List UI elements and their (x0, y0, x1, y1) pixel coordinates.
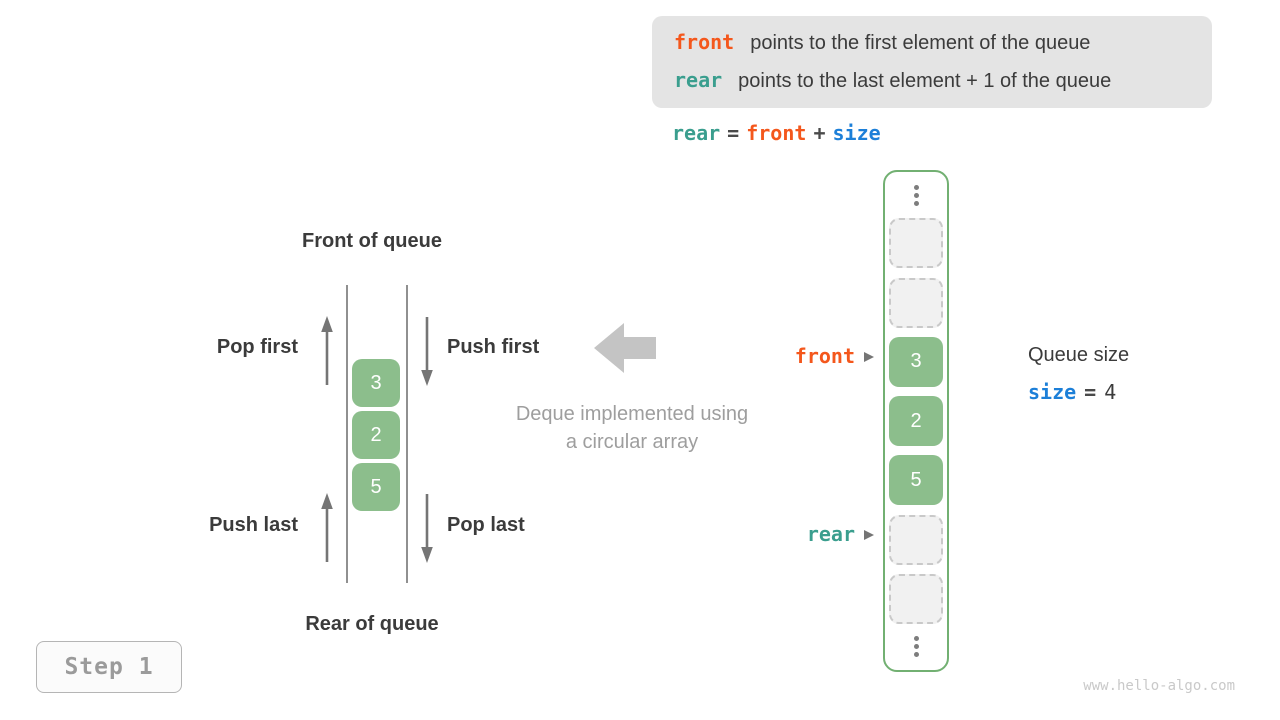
equation-rear: rear (672, 121, 721, 145)
front-pointer-label: front (794, 344, 855, 368)
size-value: 4 (1104, 380, 1117, 404)
queue-cell-3: 3 (352, 359, 400, 407)
pop-first-up-arrow-icon (321, 316, 333, 385)
rear-pointer-label: rear (806, 522, 855, 546)
rear-explanation-text: points to the last element + 1 of the qu… (738, 70, 1112, 92)
front-of-queue-label: Front of queue (302, 230, 442, 252)
front-pointer-arrow-icon (864, 352, 874, 362)
array-cell-empty (889, 218, 943, 269)
pop-last-label: Pop last (447, 514, 525, 536)
push-first-down-arrow-icon (421, 317, 433, 386)
size-equals: = (1084, 380, 1097, 404)
array-cell-value: 5 (889, 455, 943, 506)
rear-pointer-arrow-icon (864, 530, 874, 540)
step-badge: Step 1 (36, 641, 182, 693)
center-caption: Deque implemented using a circular array (482, 400, 782, 456)
push-first-label: Push first (447, 336, 540, 358)
array-cell-empty (889, 573, 943, 624)
front-pointer: front (690, 344, 874, 369)
caption-line-1: Deque implemented using (515, 403, 749, 425)
array-cell-value: 2 (889, 396, 943, 446)
front-explanation-line: front points to the first element of the … (674, 24, 1212, 62)
rear-explanation-line: rear points to the last element + 1 of th… (674, 62, 1212, 100)
equation-plus: + (813, 121, 826, 145)
ellipsis-top-icon (913, 182, 919, 209)
push-last-up-arrow-icon (321, 493, 333, 562)
queue-cell-2: 2 (352, 411, 400, 459)
equation-size: size (832, 121, 881, 145)
queue-size-equation: size = 4 (1028, 380, 1116, 405)
front-keyword: front (674, 30, 735, 54)
caption-line-2: a circular array (565, 431, 699, 453)
queue-channel-right-line (406, 285, 408, 583)
rear-pointer: rear (690, 522, 874, 547)
push-last-label: Push last (209, 514, 298, 536)
rear-front-size-equation: rear=front+size (672, 121, 881, 145)
pop-last-down-arrow-icon (421, 494, 433, 563)
array-cell-empty (889, 277, 943, 328)
array-cell-empty (889, 514, 943, 565)
ellipsis-bottom-icon (913, 633, 919, 660)
equation-equals: = (727, 121, 740, 145)
rear-of-queue-label: Rear of queue (305, 613, 439, 635)
rear-keyword: rear (674, 68, 723, 92)
pointer-explanation-box: front points to the first element of the … (652, 16, 1212, 108)
size-keyword: size (1028, 380, 1077, 404)
front-explanation-text: points to the first element of the queue (750, 32, 1091, 54)
equation-front: front (746, 121, 807, 145)
queue-channel-left-line (346, 285, 348, 583)
queue-cell-5: 5 (352, 463, 400, 511)
pop-first-label: Pop first (216, 336, 298, 358)
array-cell-value: 3 (889, 336, 943, 387)
circular-array-column: 3 2 5 (883, 170, 949, 672)
queue-size-label: Queue size (1028, 344, 1130, 366)
watermark: www.hello-algo.com (1083, 678, 1235, 694)
left-block-arrow-icon (594, 323, 656, 373)
